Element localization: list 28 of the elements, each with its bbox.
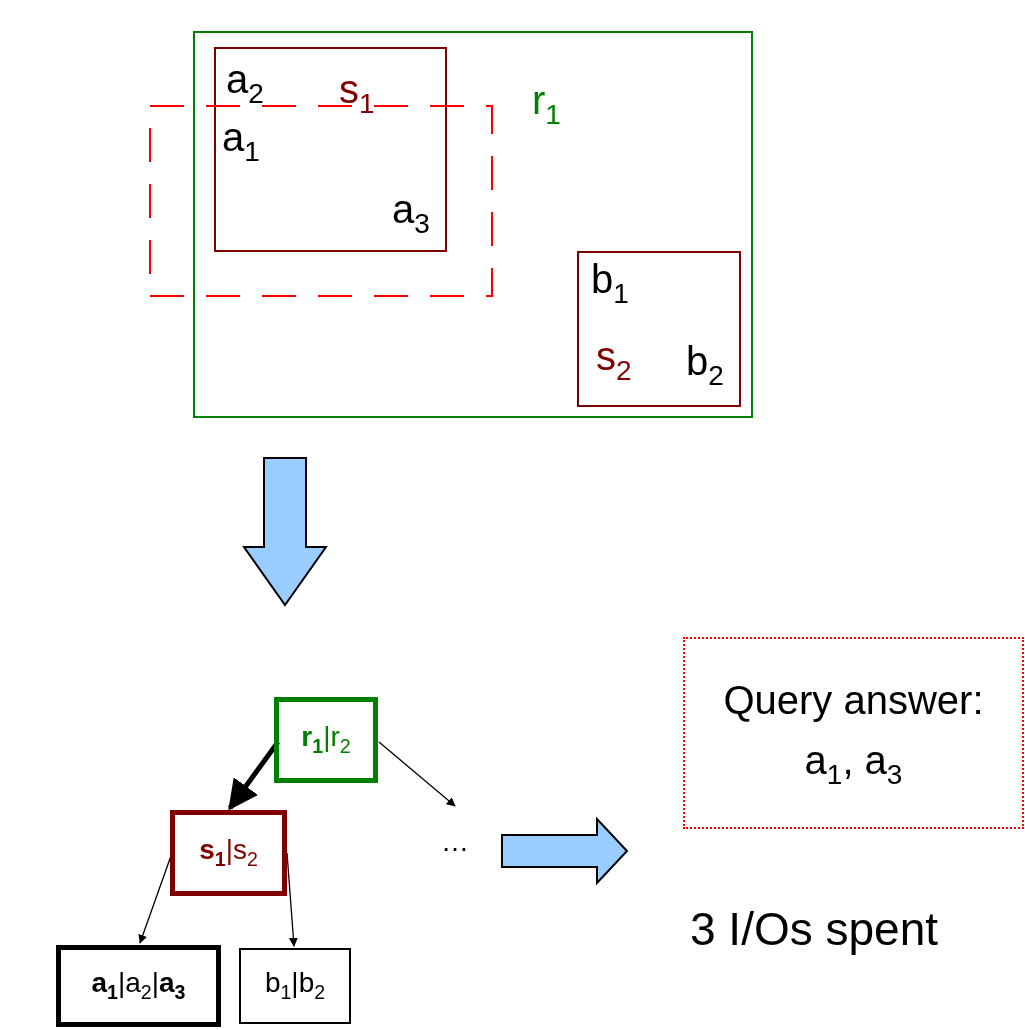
block-arrow xyxy=(501,816,629,886)
node-text: b$_{1}$|b$_{2}$ xyxy=(264,969,326,1003)
tree-node-box xyxy=(56,945,221,1027)
point-label: a$_{2}$ xyxy=(226,59,264,108)
point-label: s$_{1}$ xyxy=(339,69,375,118)
region-rectangle xyxy=(214,47,447,252)
region-rectangle xyxy=(577,251,741,407)
tree-node-box xyxy=(239,948,351,1024)
node-text: s$_{1}$|s$_{2}$ xyxy=(199,836,258,870)
node-text: r$_{1}$|r$_{2}$ xyxy=(301,723,351,757)
arrow xyxy=(286,852,298,947)
note-text: 3 I/Os spent xyxy=(690,902,938,956)
point-label: s$_{2}$ xyxy=(596,336,632,385)
arrow xyxy=(227,740,281,811)
ellipsis-text: … xyxy=(441,828,469,856)
node-text: a$_{1}$|a$_{2}$|a$_{3}$ xyxy=(91,969,186,1003)
point-label: b$_{2}$ xyxy=(686,341,724,390)
tree-node-box xyxy=(274,697,378,783)
region-rectangle xyxy=(193,31,753,418)
tree-node-box xyxy=(170,810,287,896)
block-arrow xyxy=(242,457,328,607)
point-label: r$_{1}$ xyxy=(532,80,561,129)
node-text: Query answer: a$_{1}$, a$_{3}$ xyxy=(722,677,985,792)
point-label: a$_{1}$ xyxy=(222,117,260,166)
point-label: b$_{1}$ xyxy=(591,259,629,308)
point-label: a$_{3}$ xyxy=(392,189,430,238)
answer-box xyxy=(683,637,1024,829)
arrow xyxy=(378,741,456,807)
